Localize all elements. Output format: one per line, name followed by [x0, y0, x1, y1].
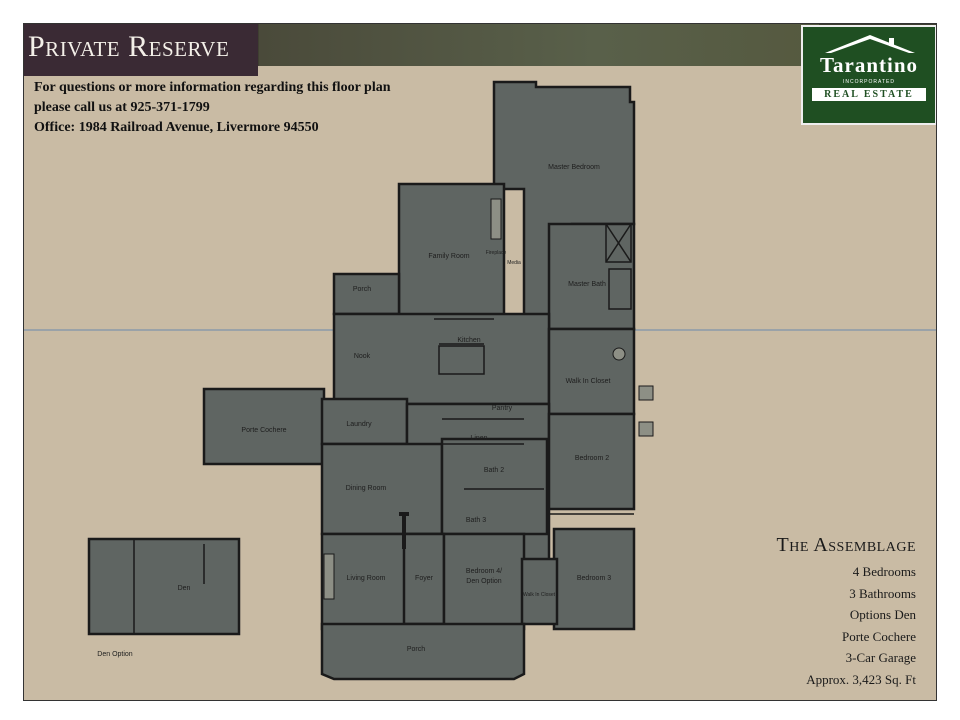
label-media: Media [507, 260, 521, 266]
contact-info: For questions or more information regard… [34, 78, 391, 138]
label-living-room: Living Room [347, 575, 386, 582]
logo-name: Tarantino [819, 53, 919, 77]
feature-sqft: Approx. 3,423 Sq. Ft [806, 671, 916, 687]
floor-plan-sheet: Private Reserve For questions or more in… [23, 23, 937, 701]
label-den-option-b4: Den Option [466, 578, 502, 585]
model-info: The Assemblage 4 Bedrooms 3 Bathrooms Op… [777, 534, 916, 690]
label-porch-north: Porch [353, 286, 371, 293]
feature-bathrooms: 3 Bathrooms [849, 585, 916, 601]
outlet-box-icon [638, 421, 654, 437]
label-bedroom-3: Bedroom 3 [577, 575, 611, 582]
contact-line-1: For questions or more information regard… [34, 80, 391, 95]
den-option-area [87, 537, 241, 636]
label-pantry: Pantry [492, 405, 513, 412]
fireplace-icon [490, 198, 502, 240]
label-linen: Linen [470, 435, 487, 442]
label-family-room: Family Room [428, 253, 469, 260]
label-wic-small: Walk In Closet [523, 592, 556, 598]
porch-front-area [320, 622, 526, 681]
label-foyer: Foyer [415, 575, 434, 582]
house-roof-icon [825, 35, 915, 53]
logo-subtitle: REAL ESTATE [812, 88, 926, 101]
label-fireplace: Fireplace [486, 250, 507, 256]
feature-garage: 3-Car Garage [845, 650, 916, 665]
label-master-bath-1: Master Bath [568, 281, 606, 288]
laundry-area [320, 397, 409, 446]
label-bedroom-2: Bedroom 2 [575, 455, 609, 462]
bath-area [440, 437, 549, 536]
porch-north-area [332, 272, 401, 316]
label-nook: Nook [354, 353, 371, 360]
label-walk-in-closet: Walk In Closet [566, 378, 611, 385]
dining-area [320, 442, 444, 536]
tarantino-logo: Tarantino INCORPORATED REAL ESTATE [801, 25, 936, 125]
bedroom-2-area [547, 412, 636, 511]
nook-kitchen-area [332, 312, 551, 406]
outlet-box-icon [638, 385, 654, 401]
feature-den: Options Den [849, 607, 916, 622]
feature-bedrooms: 4 Bedrooms [852, 564, 916, 579]
foyer-area [402, 532, 446, 626]
label-den: Den [178, 585, 191, 592]
walk-in-closet-area [547, 327, 636, 416]
logo-tagline: INCORPORATED [843, 79, 895, 85]
floor-plan-drawing: Master Bedroom Family Room Porch Master … [87, 80, 654, 681]
label-bath-3: Bath 3 [466, 517, 486, 524]
label-laundry: Laundry [346, 421, 372, 428]
closet-small-area [520, 557, 559, 626]
label-porch-front: Porch [407, 646, 425, 653]
label-den-option: Den Option [97, 651, 133, 658]
contact-line-3: Office: 1984 Railroad Avenue, Livermore … [34, 120, 319, 135]
fireplace-icon [323, 553, 335, 600]
contact-line-2: please call us at 925-371-1799 [34, 100, 210, 115]
community-title: Private Reserve [28, 30, 230, 63]
model-name: The Assemblage [776, 534, 916, 556]
community-title-box: Private Reserve [24, 24, 258, 76]
label-kitchen: Kitchen [457, 337, 480, 344]
label-bath-2: Bath 2 [484, 467, 504, 474]
label-porte-cochere: Porte Cochere [241, 427, 286, 434]
feature-porte-cochere: Porte Cochere [841, 628, 916, 644]
label-bedroom-4: Bedroom 4/ [466, 568, 502, 575]
label-dining-room: Dining Room [346, 485, 387, 492]
family-room-area [397, 182, 506, 321]
bedroom-4-area [442, 532, 526, 631]
label-master-bedroom: Master Bedroom [548, 164, 600, 171]
